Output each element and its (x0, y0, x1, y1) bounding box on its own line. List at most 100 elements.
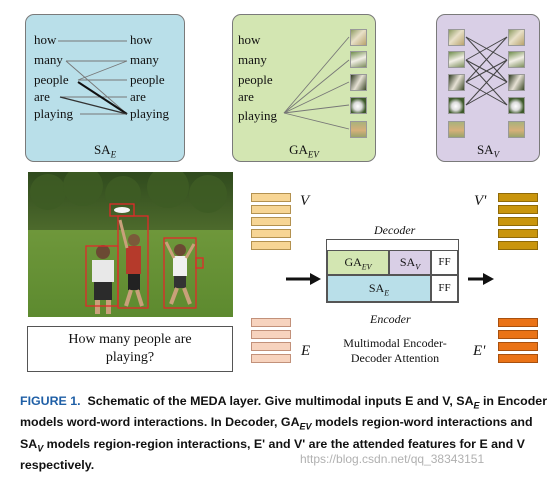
e-feature-cell (251, 330, 291, 339)
sa-e-left-word: playing (34, 106, 73, 121)
sa-e-block: SAE (327, 275, 431, 302)
e-feature-cell (251, 342, 291, 351)
input-image (28, 172, 233, 317)
ga-ev-word: people (238, 72, 273, 87)
sa-e-link (59, 96, 128, 115)
ff-top-block: FF (431, 250, 458, 275)
sa-e-right-word: are (130, 89, 146, 104)
region-thumbnail-icon (508, 29, 525, 46)
region-thumbnail-icon (350, 74, 367, 91)
sa-e-link (65, 60, 128, 115)
meda-block (326, 239, 459, 303)
question-box: How many people are playing? (27, 326, 233, 372)
question-line: How many people are (68, 332, 192, 347)
ga-ev-link (283, 81, 350, 114)
sa-v-link (465, 81, 508, 106)
region-thumbnail-icon (508, 97, 525, 114)
caption-sub: E (473, 400, 480, 411)
sa-e-left-word: people (34, 72, 69, 87)
ga-ev-label: GAEV (289, 142, 319, 160)
sa-e-strong-link (77, 81, 128, 115)
sa-v-link (465, 36, 508, 61)
sa-e-label: SAE (93, 142, 117, 160)
e-prime-feature-cell (498, 354, 538, 363)
e-prime-feature-cell (498, 318, 538, 327)
region-thumbnail-icon (448, 97, 465, 114)
region-thumbnail-icon (350, 97, 367, 114)
region-thumbnail-icon (350, 29, 367, 46)
v-prime-symbol: V' (474, 193, 487, 209)
e-prime-feature-cell (498, 330, 538, 339)
sa-e-right-word: how (130, 32, 153, 47)
sa-v-label: SAV (476, 142, 500, 160)
ga-ev-word: many (238, 52, 267, 67)
ga-ev-link (283, 112, 350, 130)
region-thumbnail-icon (448, 74, 465, 91)
e-prime-feature-cell (498, 342, 538, 351)
ga-ev-link (283, 36, 350, 114)
region-thumbnail-icon (448, 51, 465, 68)
v-prime-feature-cell (498, 217, 538, 226)
caption-sub: V (37, 443, 44, 454)
e-feature-cell (251, 318, 291, 327)
ga-ev-block: GAEV (327, 250, 389, 275)
ga-ev-link (283, 104, 350, 114)
encoder-label: Encoder (370, 312, 411, 326)
region-thumbnail-icon (508, 51, 525, 68)
v-prime-feature-cell (498, 241, 538, 250)
sa-v-link (465, 59, 508, 106)
v-prime-feature-cell (498, 193, 538, 202)
figure-label: FIGURE 1. (20, 394, 81, 408)
sa-v-link (465, 59, 508, 83)
v-feature-cell (251, 217, 291, 226)
region-thumbnail-icon (508, 74, 525, 91)
region-thumbnail-icon (350, 121, 367, 138)
region-thumbnail-icon (350, 51, 367, 68)
sa-e-left-word: many (34, 52, 63, 67)
v-feature-cell (251, 205, 291, 214)
input-arrow-icon (310, 273, 321, 285)
meda-caption-line: Decoder Attention (350, 351, 440, 365)
sa-e-link (77, 60, 128, 81)
v-prime-feature-cell (498, 205, 538, 214)
sa-e-right-word: people (130, 72, 165, 87)
meda-caption: Multimodal Encoder- Decoder Attention (335, 336, 455, 366)
sa-v-link (465, 36, 508, 83)
ga-ev-word: are (238, 89, 254, 104)
sa-e-left-word: how (34, 32, 57, 47)
watermark: https://blog.csdn.net/qq_38343151 (300, 452, 485, 466)
caption-text: models region-word interactions and SA (20, 415, 533, 451)
e-prime-symbol: E' (473, 343, 486, 359)
e-feature-cell (251, 354, 291, 363)
meda-caption-line: Multimodal Encoder- (343, 336, 447, 350)
v-feature-cell (251, 229, 291, 238)
caption-text: models region-region interactions, E' an… (20, 436, 525, 473)
region-thumbnail-icon (448, 121, 465, 138)
sa-v-block: SAV (389, 250, 431, 275)
ga-ev-word: playing (238, 108, 277, 123)
question-line: playing? (105, 350, 155, 365)
output-arrow-icon (483, 273, 494, 285)
region-thumbnail-icon (448, 29, 465, 46)
ff-bottom-block: FF (431, 275, 458, 302)
caption-text: Schematic of the MEDA layer. Give multim… (87, 394, 474, 408)
decoder-label: Decoder (374, 223, 416, 237)
ga-ev-word: how (238, 32, 261, 47)
v-feature-cell (251, 241, 291, 250)
caption-sub: EV (299, 421, 312, 432)
region-thumbnail-icon (508, 121, 525, 138)
sa-e-right-word: many (130, 52, 159, 67)
sa-e-right-word: playing (130, 106, 169, 121)
figure-caption: FIGURE 1. Schematic of the MEDA layer. G… (20, 393, 550, 474)
v-symbol: V (300, 193, 310, 209)
v-feature-cell (251, 193, 291, 202)
caption-text: in Encoder models word-word interactions… (20, 394, 548, 430)
sa-e-panel (25, 14, 185, 162)
e-symbol: E (301, 343, 311, 359)
sa-e-left-word: are (34, 89, 50, 104)
v-prime-feature-cell (498, 229, 538, 238)
